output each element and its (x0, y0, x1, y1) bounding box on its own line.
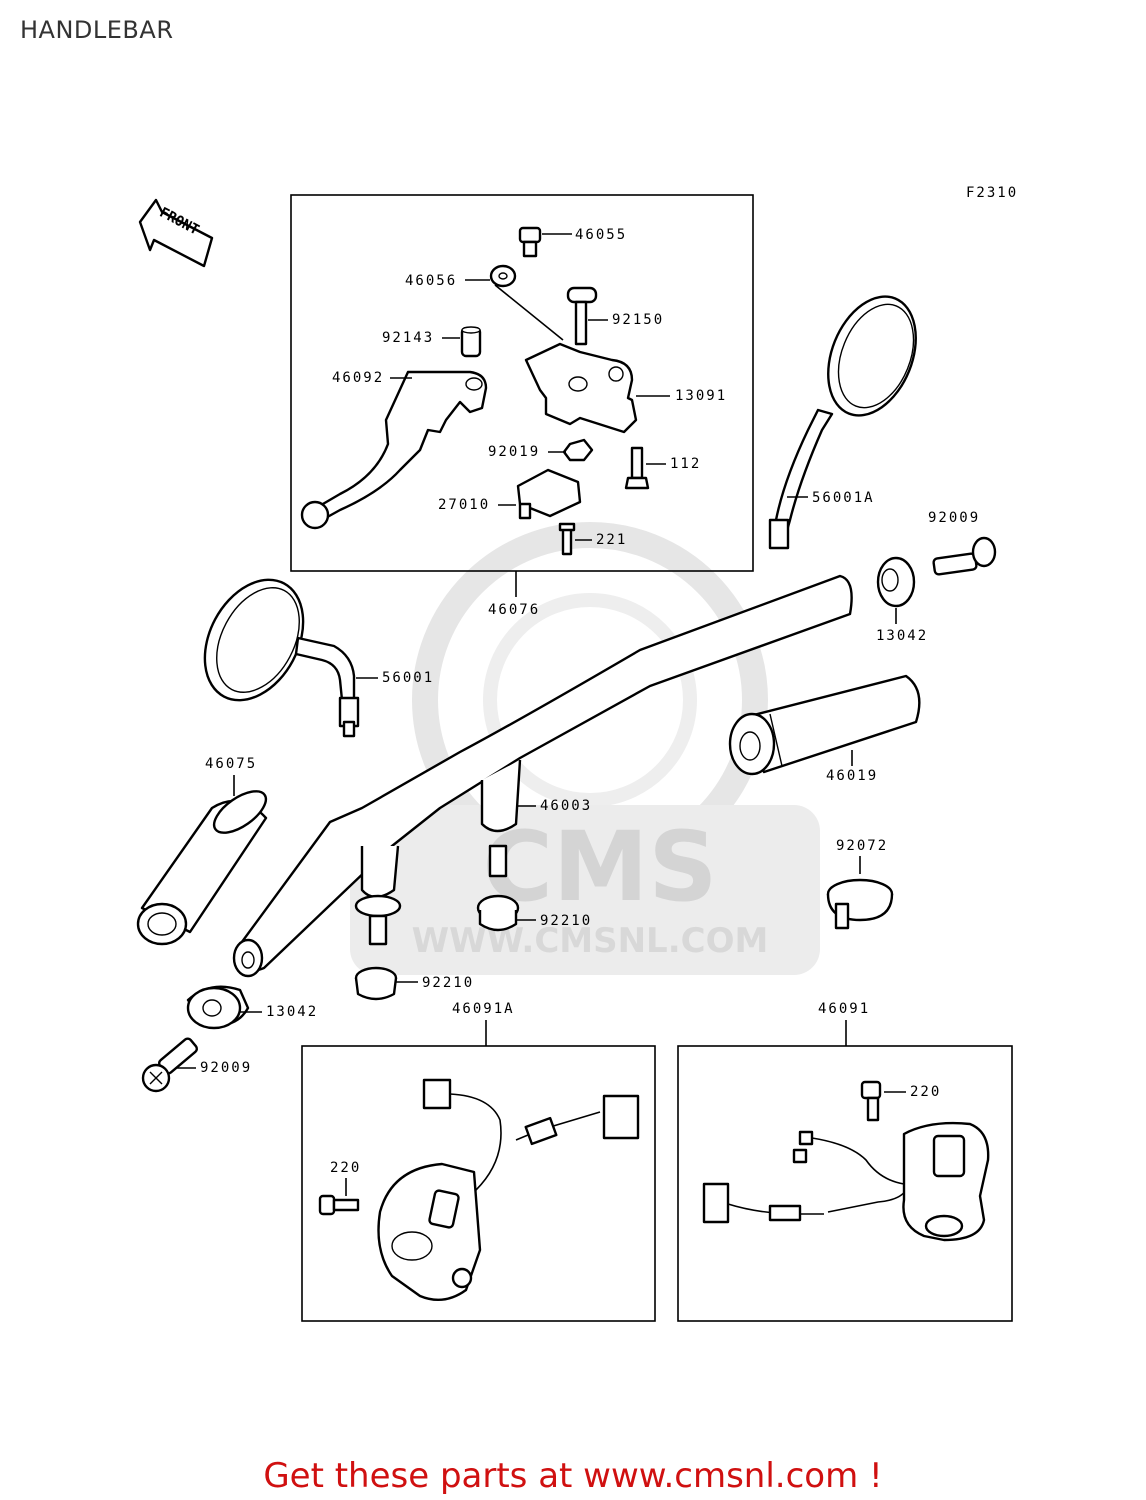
part-label-92009-top: 92009 (928, 510, 980, 526)
front-arrow-icon: FRONT (138, 198, 214, 268)
part-label-220-right: 220 (910, 1084, 941, 1100)
part-label-13091: 13091 (675, 388, 727, 404)
part-label-46003: 46003 (540, 798, 592, 814)
left-switch-screw-part (318, 1194, 360, 1216)
watermark-url: WWW.CMSNL.COM (412, 921, 769, 961)
part-label-221: 221 (596, 532, 627, 548)
part-label-46056: 46056 (405, 273, 457, 289)
weight-bottom-part (186, 985, 250, 1030)
part-label-46076: 46076 (488, 602, 540, 618)
switch-screw-part (558, 522, 576, 556)
part-label-46019: 46019 (826, 768, 878, 784)
part-label-13042-bot: 13042 (266, 1004, 318, 1020)
part-label-92150: 92150 (612, 312, 664, 328)
nut-part (562, 438, 594, 462)
part-label-112: 112 (670, 456, 701, 472)
clutch-switch-part (516, 468, 582, 520)
part-label-92143: 92143 (382, 330, 434, 346)
part-label-92210-a: 92210 (540, 913, 592, 929)
part-label-56001: 56001 (382, 670, 434, 686)
part-label-92009-bot: 92009 (200, 1060, 252, 1076)
adjuster-screw-part (518, 226, 542, 258)
part-label-46092: 46092 (332, 370, 384, 386)
left-grip-part (136, 790, 268, 946)
part-label-46091A: 46091A (452, 1001, 515, 1017)
figure-code: F2310 (966, 185, 1018, 201)
plug-bolt-top-part (932, 536, 997, 576)
part-label-92072: 92072 (836, 838, 888, 854)
part-label-220-left: 220 (330, 1160, 361, 1176)
part-label-46055: 46055 (575, 227, 627, 243)
lever-holder-part (524, 342, 638, 434)
page-title: HANDLEBAR (20, 16, 174, 44)
part-label-13042-top: 13042 (876, 628, 928, 644)
plug-bolt-bottom-part (141, 1037, 199, 1093)
parts-diagram: CMS WWW.CMSNL.COM FRONT F2310 46055 4605… (136, 185, 1018, 1322)
right-switch-box (677, 1045, 1013, 1322)
flange-nut-c-part (354, 966, 398, 1001)
flange-nut-b-part (476, 844, 520, 932)
throttle-grip-part (728, 674, 921, 776)
band-part (826, 878, 894, 930)
clutch-lever-part (300, 370, 488, 530)
lever-assembly-box (290, 194, 754, 572)
part-label-56001A: 56001A (812, 490, 875, 506)
bolt-part (624, 446, 650, 490)
weight-top-part (876, 556, 916, 608)
part-label-92019: 92019 (488, 444, 540, 460)
part-label-27010: 27010 (438, 497, 490, 513)
pivot-bolt-part (566, 286, 598, 346)
right-mirror-part (768, 295, 917, 550)
left-mirror-part (203, 578, 360, 738)
collar-part (460, 326, 482, 358)
part-label-46091: 46091 (818, 1001, 870, 1017)
watermark: CMS WWW.CMSNL.COM (350, 522, 820, 975)
flange-nut-a-part (354, 894, 402, 946)
watermark-brand: CMS (482, 811, 717, 923)
part-label-92210-b: 92210 (422, 975, 474, 991)
right-switch-screw-part (860, 1080, 882, 1122)
part-label-46075: 46075 (205, 756, 257, 772)
handlebar-part (232, 574, 853, 978)
left-switch-box (301, 1045, 656, 1322)
left-switch-housing-part (377, 1078, 640, 1302)
right-switch-housing-part (702, 1121, 990, 1242)
locknut-part (489, 264, 517, 288)
parts-link[interactable]: Get these parts at www.cmsnl.com ! (263, 1456, 883, 1496)
